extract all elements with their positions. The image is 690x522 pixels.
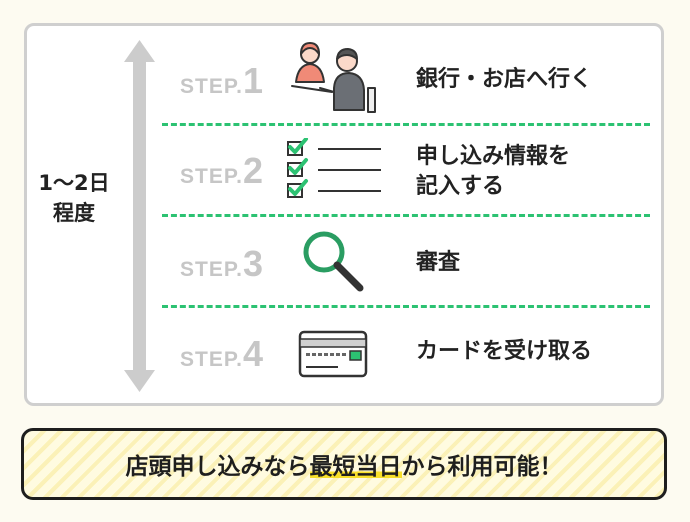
same-day-banner: 店頭申し込みなら最短当日から利用可能！ bbox=[21, 428, 667, 500]
banner-prefix: 店頭申し込みなら bbox=[125, 454, 310, 480]
step-2-text: 申し込み情報を 記入する bbox=[416, 142, 570, 202]
step-3-text: 審査 bbox=[416, 248, 460, 278]
step-2-number: 2 bbox=[242, 150, 264, 191]
step-4-number: 4 bbox=[242, 333, 264, 374]
duration-line1: 1〜2日 bbox=[38, 171, 110, 195]
people-at-counter-icon bbox=[291, 42, 376, 113]
step-2-text-line-2: 記入する bbox=[416, 174, 505, 199]
step-4-word: STEP. bbox=[180, 348, 243, 371]
step-1-label: STEP.1 bbox=[180, 60, 263, 102]
step-1-number: 1 bbox=[242, 60, 264, 101]
checklist-icon bbox=[287, 138, 381, 198]
step-4-label: STEP.4 bbox=[180, 333, 263, 375]
credit-card-icon bbox=[298, 330, 368, 378]
step-3-label: STEP.3 bbox=[180, 243, 263, 285]
banner-suffix: から利用可能！ bbox=[401, 454, 563, 480]
duration-line2: 程度 bbox=[53, 201, 95, 225]
step-1-word: STEP. bbox=[180, 75, 243, 98]
banner-text: 店頭申し込みなら最短当日から利用可能！ bbox=[126, 447, 563, 481]
step-divider bbox=[162, 214, 650, 217]
step-2-text-line-1: 申し込み情報を bbox=[416, 144, 571, 169]
step-3-text-line: 審査 bbox=[416, 250, 461, 275]
duration-label: 1〜2日 程度 bbox=[38, 168, 110, 228]
step-3-word: STEP. bbox=[180, 258, 243, 281]
step-1-text-line: 銀行・お店へ行く bbox=[416, 67, 593, 92]
step-divider bbox=[162, 123, 650, 126]
magnifier-icon bbox=[303, 231, 364, 292]
step-2-word: STEP. bbox=[180, 165, 243, 188]
step-divider bbox=[162, 305, 650, 308]
step-2-label: STEP.2 bbox=[180, 150, 263, 192]
step-1-text: 銀行・お店へ行く bbox=[416, 65, 592, 95]
step-3-number: 3 bbox=[242, 243, 264, 284]
step-4-text-line: カードを受け取る bbox=[416, 339, 593, 364]
banner-highlight: 最短当日 bbox=[309, 454, 402, 480]
step-4-text: カードを受け取る bbox=[416, 337, 592, 367]
